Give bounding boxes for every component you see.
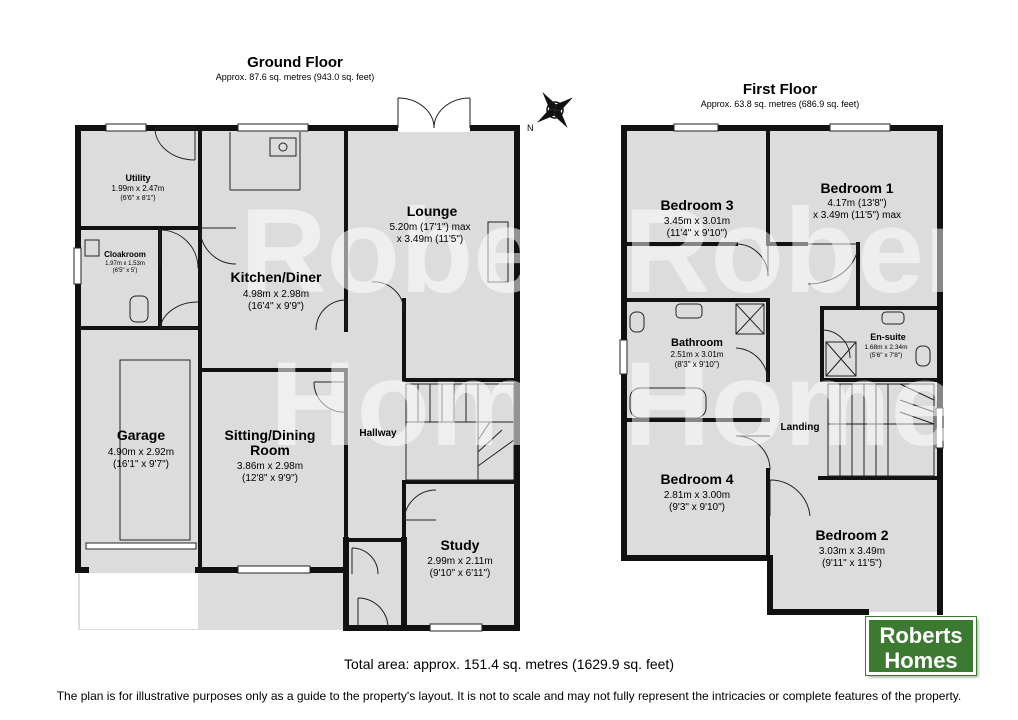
- room-name-kitchen-diner: Kitchen/Diner: [230, 269, 322, 285]
- room-dims-study-metric: 2.99m x 2.11m: [427, 556, 492, 567]
- room-dims-kitchen-metric: 4.98m x 2.98m: [243, 289, 309, 300]
- compass-north-label: N: [527, 123, 534, 133]
- first-floor-title: First Floor: [743, 81, 817, 98]
- room-name-bedroom-1: Bedroom 1: [820, 180, 893, 196]
- watermark-line-1: Roberts: [240, 184, 693, 318]
- first-floor-plan: Roberts Homes First Floor Approx. 63.8 s…: [619, 81, 1018, 615]
- room-dims-bedroom-2-imperial: (9'11" x 11'5"): [822, 558, 882, 569]
- logo-line-1: Roberts: [879, 623, 963, 648]
- ground-floor-title: Ground Floor: [247, 54, 343, 71]
- room-name-study: Study: [441, 537, 480, 553]
- room-name-lounge: Lounge: [407, 203, 458, 219]
- first-floor-area: Approx. 63.8 sq. metres (686.9 sq. feet): [701, 99, 860, 109]
- room-dims-bedroom-1-line2: x 3.49m (11'5") max: [813, 210, 901, 221]
- total-area: Total area: approx. 151.4 sq. metres (16…: [344, 656, 674, 672]
- room-dims-study-imperial: (9'10" x 6'11"): [430, 568, 491, 579]
- room-dims-bathroom-imperial: (8'3" x 9'10"): [675, 360, 720, 369]
- first-floor-stairs: [827, 383, 935, 477]
- room-dims-en-suite-imperial: (5'6" x 7'8"): [870, 352, 903, 359]
- room-dims-garage-imperial: (16'1" x 9'7"): [113, 459, 169, 470]
- room-dims-en-suite-metric: 1.68m x 2.34m: [865, 344, 908, 351]
- watermark-line-1-first-floor: Roberts: [624, 184, 1018, 318]
- room-dims-bedroom-3-imperial: (11'4" x 9'10"): [667, 228, 728, 239]
- watermark-line-2-first-floor: Homes: [624, 337, 1018, 471]
- room-dims-garage-metric: 4.90m x 2.92m: [108, 447, 174, 458]
- room-dims-sitting-imperial: (12'8" x 9'9"): [242, 473, 298, 484]
- compass-rose-icon: [536, 91, 574, 129]
- ground-stairs: [405, 383, 515, 481]
- disclaimer: The plan is for illustrative purposes on…: [56, 689, 962, 703]
- room-name-sitting-dining-line2: Room: [250, 442, 290, 458]
- ground-floor-plan: Roberts Homes Ground Floor Approx. 87.6 …: [73, 54, 693, 632]
- room-dims-kitchen-imperial: (16'4" x 9'9"): [248, 301, 304, 312]
- room-name-garage: Garage: [117, 427, 165, 443]
- room-name-en-suite: En-suite: [870, 332, 906, 342]
- room-dims-bedroom-4-imperial: (9'3" x 9'10"): [669, 502, 725, 513]
- logo-line-2: Homes: [884, 648, 958, 673]
- room-dims-sitting-metric: 3.86m x 2.98m: [237, 461, 303, 472]
- room-dims-utility-imperial: (6'6" x 8'1"): [120, 195, 155, 202]
- room-name-landing: Landing: [781, 422, 820, 433]
- roberts-homes-logo: Roberts Homes: [866, 617, 976, 675]
- room-name-cloakroom: Cloakroom: [104, 250, 146, 259]
- room-dims-lounge-line2: x 3.49m (11'5"): [397, 234, 463, 245]
- room-dims-utility-metric: 1.99m x 2.47m: [112, 184, 165, 193]
- room-name-sitting-dining-line1: Sitting/Dining: [225, 427, 316, 443]
- room-dims-cloakroom-metric: 1.97m x 1.53m: [105, 261, 145, 267]
- room-dims-bedroom-4-metric: 2.81m x 3.00m: [664, 490, 730, 501]
- room-dims-bedroom-2-metric: 3.03m x 3.49m: [819, 546, 885, 557]
- room-name-hallway: Hallway: [359, 428, 397, 439]
- room-dims-cloakroom-imperial: (6'5" x 5'): [113, 268, 138, 274]
- ground-floor-area: Approx. 87.6 sq. metres (943.0 sq. feet): [216, 72, 375, 82]
- room-dims-bedroom-3-metric: 3.45m x 3.01m: [664, 216, 730, 227]
- room-name-bedroom-4: Bedroom 4: [660, 471, 733, 487]
- room-dims-bedroom-1-line1: 4.17m (13'8"): [827, 198, 886, 209]
- room-dims-lounge-line1: 5.20m (17'1") max: [389, 222, 470, 233]
- room-name-bedroom-2: Bedroom 2: [815, 527, 888, 543]
- room-dims-bathroom-metric: 2.51m x 3.01m: [671, 350, 724, 359]
- watermark-line-2: Homes: [270, 337, 670, 471]
- room-name-bathroom: Bathroom: [671, 337, 723, 349]
- room-name-bedroom-3: Bedroom 3: [660, 197, 733, 213]
- room-name-utility: Utility: [125, 173, 150, 183]
